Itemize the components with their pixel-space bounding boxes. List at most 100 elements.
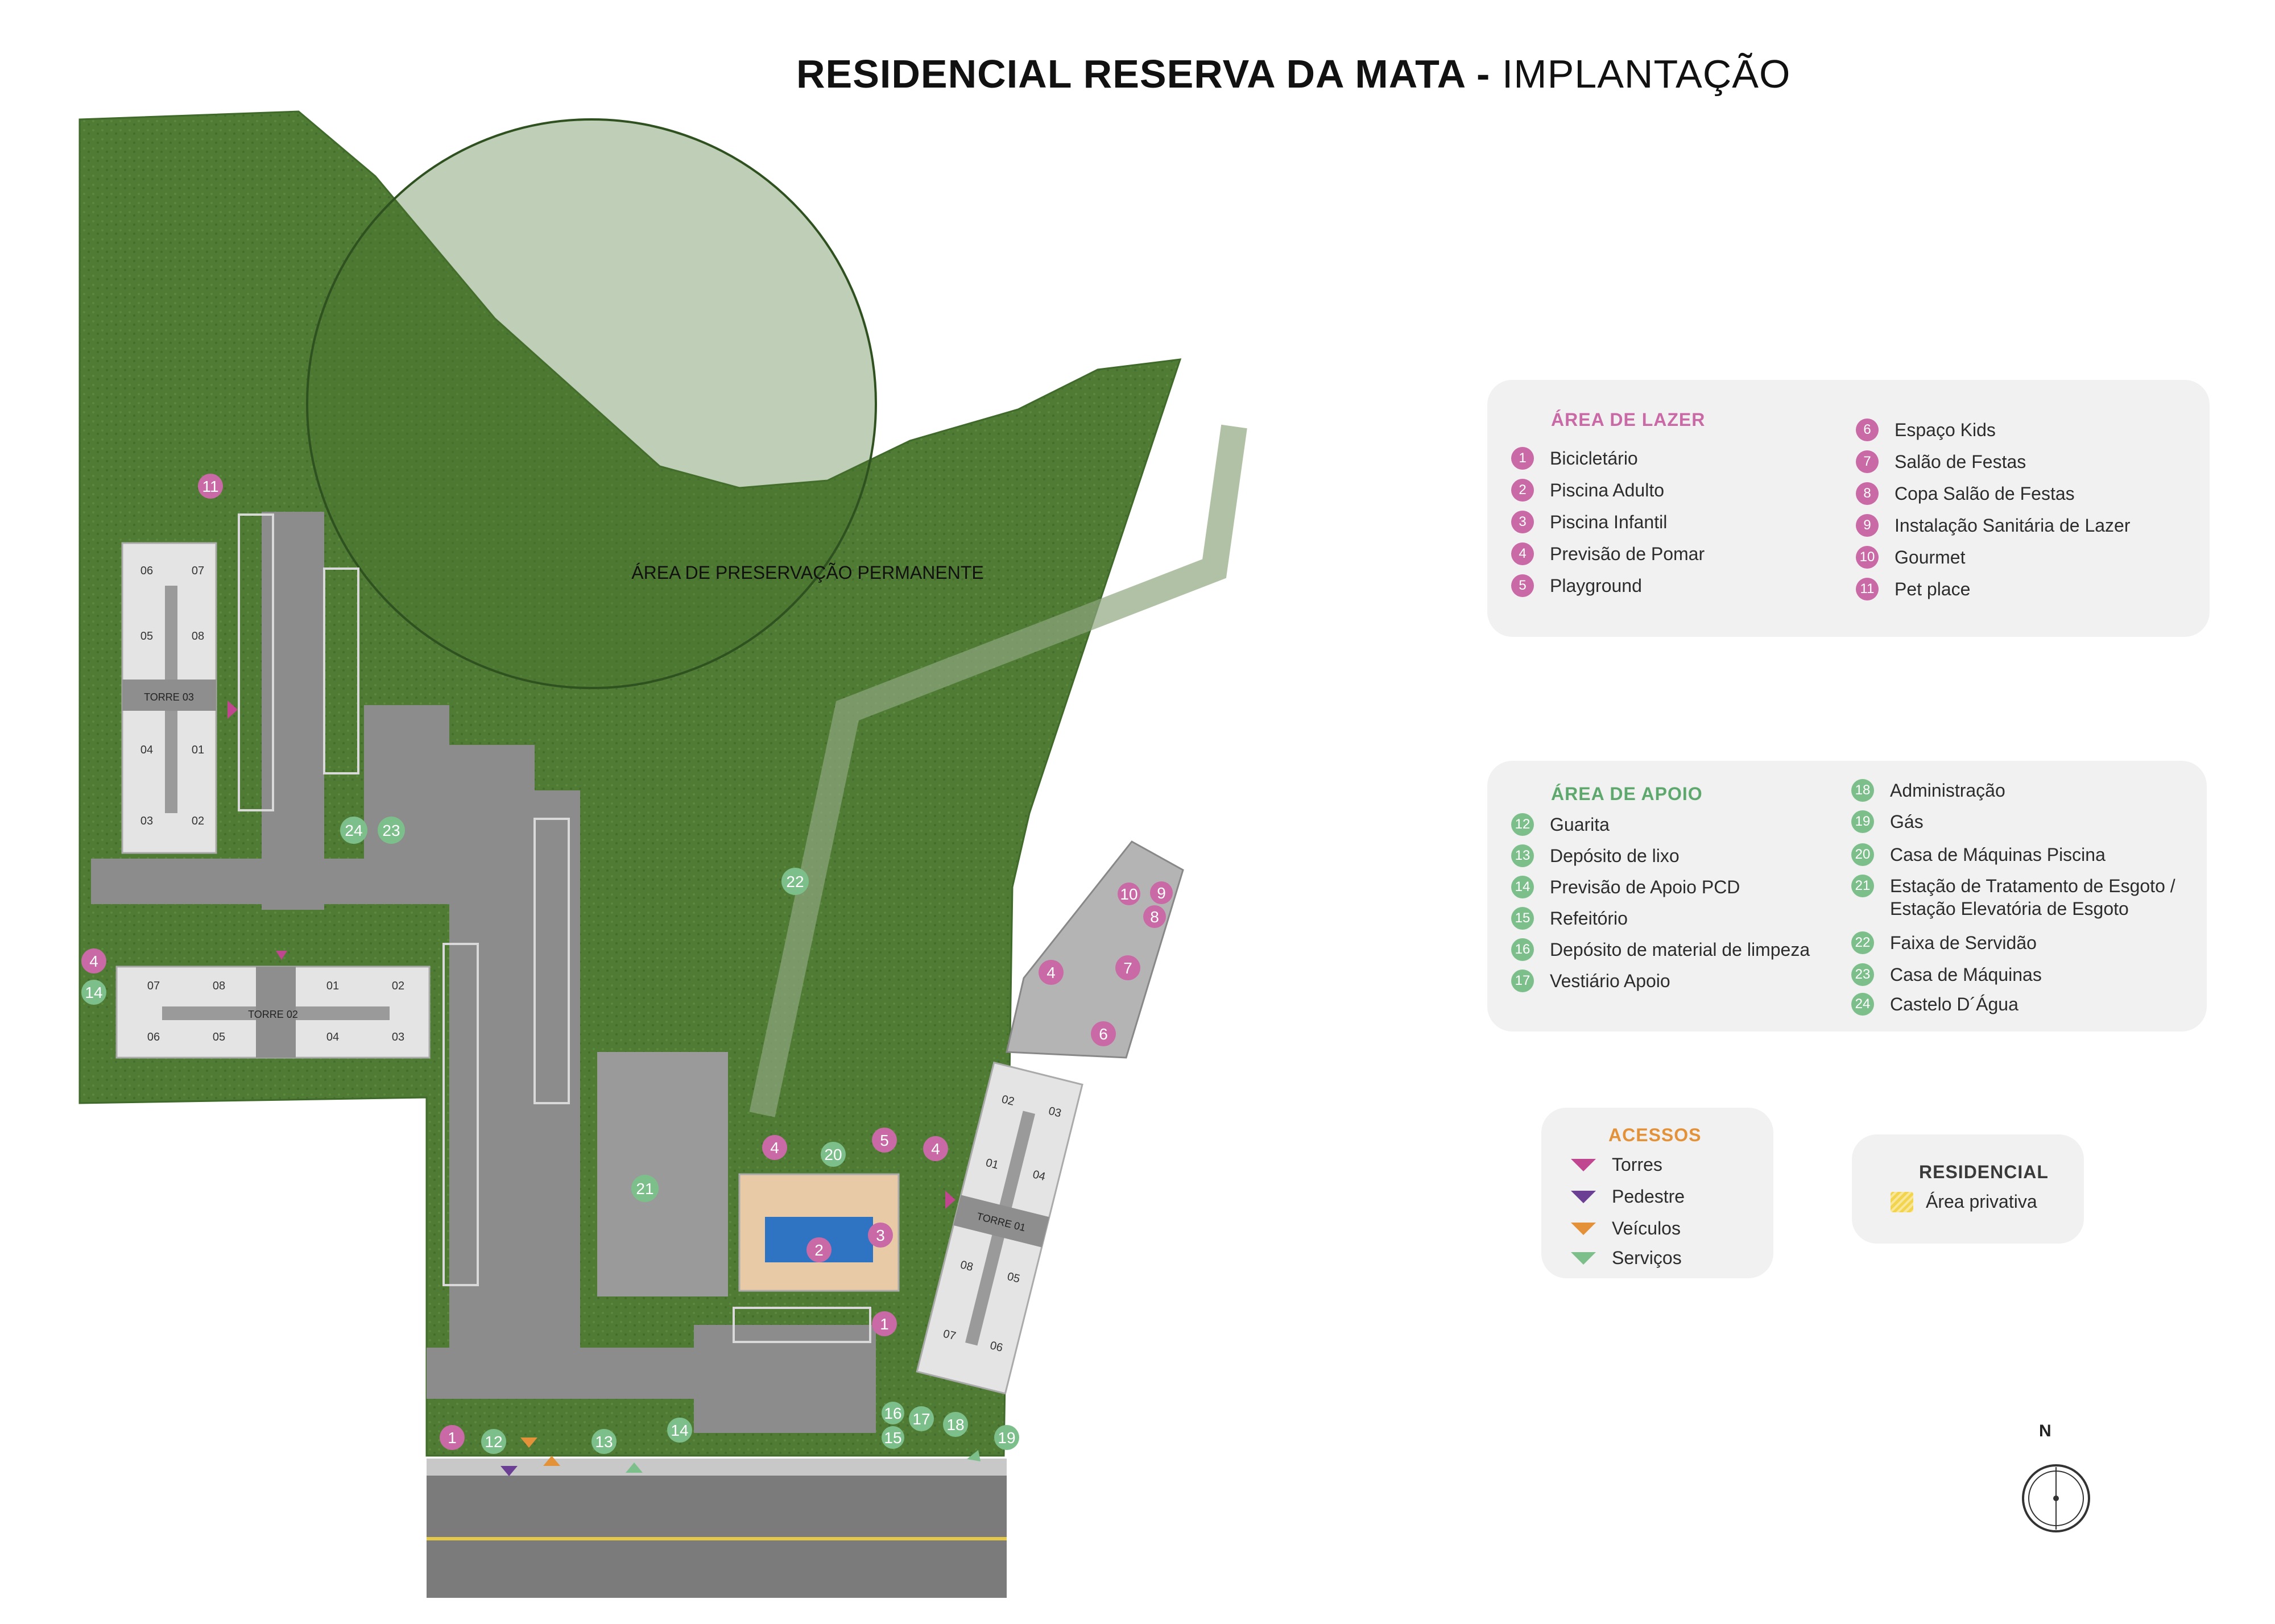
hatch-swatch <box>1891 1191 1913 1212</box>
marker-3: 3 <box>876 1227 885 1244</box>
marker-5: 5 <box>880 1132 889 1149</box>
legend-acesso-pedestre: Pedestre <box>1571 1186 1685 1207</box>
torre02-unit: 07 <box>147 980 160 992</box>
torre02-unit: 02 <box>392 980 404 992</box>
legend-acessos-panel: ACESSOS Torres Pedestre Veículos Serviço… <box>1541 1108 1773 1278</box>
torre03-unit: 01 <box>192 744 204 756</box>
torre01-unit: 05 <box>1006 1270 1021 1286</box>
torre01-unit: 08 <box>959 1258 974 1274</box>
torre02-label: TORRE 02 <box>248 1009 298 1020</box>
tower-02 <box>115 966 431 1059</box>
marker-1: 1 <box>880 1315 889 1333</box>
marker-11: 11 <box>202 478 218 495</box>
torre01-unit: 03 <box>1047 1105 1062 1120</box>
title-main: RESIDENCIAL RESERVA DA MATA - <box>796 52 1491 96</box>
torre03-unit: 04 <box>140 744 153 756</box>
marker-20: 20 <box>824 1146 842 1163</box>
torre03-unit: 07 <box>192 565 204 577</box>
legend-area-privativa: Área privativa <box>1891 1191 2037 1212</box>
legend-acessos-title: ACESSOS <box>1608 1125 1702 1145</box>
map-markers: 11 24 23 4 14 22 21 4 5 20 4 2 3 1 1 12 … <box>81 474 1173 1454</box>
torre01-unit: 06 <box>988 1339 1004 1354</box>
marker-10: 10 <box>1120 885 1138 903</box>
marker-14: 14 <box>671 1422 688 1439</box>
tower-03 <box>121 542 217 854</box>
page-title: RESIDENCIAL RESERVA DA MATA - IMPLANTAÇÃ… <box>796 51 1790 97</box>
legend-acesso-servicos: Serviços <box>1571 1248 1682 1269</box>
torre02-unit: 03 <box>392 1031 404 1043</box>
legend-acesso-torres: Torres <box>1571 1154 1662 1175</box>
servidao-path <box>749 424 1247 1117</box>
torre02-unit: 05 <box>213 1031 225 1043</box>
marker-13: 13 <box>595 1433 613 1451</box>
torre02-unit: 06 <box>147 1031 160 1043</box>
marker-1: 1 <box>448 1429 457 1447</box>
compass-icon <box>2022 1464 2090 1532</box>
sidewalk <box>427 1459 1007 1476</box>
legend-apoio-title: ÁREA DE APOIO <box>1551 784 1703 804</box>
marker-21: 21 <box>636 1180 653 1198</box>
legend-acesso-veiculos: Veículos <box>1571 1218 1681 1239</box>
marker-2: 2 <box>814 1241 824 1259</box>
ete-area <box>597 1052 728 1296</box>
torre01-unit: 01 <box>985 1157 1000 1172</box>
marker-9: 9 <box>1157 884 1166 902</box>
torre01-unit: 07 <box>942 1328 957 1343</box>
marker-15: 15 <box>884 1429 901 1447</box>
preservation-circle <box>306 118 877 689</box>
torre03-unit: 02 <box>192 815 204 827</box>
marker-17: 17 <box>912 1410 930 1428</box>
title-sub: IMPLANTAÇÃO <box>1502 52 1791 96</box>
torre03-label: TORRE 03 <box>144 691 194 703</box>
torre02-unit: 04 <box>326 1031 339 1043</box>
compass-north-label: N <box>2039 1422 2051 1440</box>
marker-23: 23 <box>382 822 400 839</box>
legend-residencial-panel: RESIDENCIAL Área privativa <box>1852 1134 2084 1244</box>
main-street <box>427 1473 1007 1598</box>
tower-01: TORRE 01 02 03 01 04 08 05 07 06 <box>916 1061 1083 1395</box>
legend-apoio-item-cont: Estação Elevatória de Esgoto <box>1890 898 2129 919</box>
torre01-unit: 02 <box>1000 1093 1016 1108</box>
marker-4: 4 <box>931 1140 940 1158</box>
torre02-unit: 01 <box>326 980 339 992</box>
marker-22: 22 <box>786 873 804 890</box>
torre03-unit: 08 <box>192 630 204 643</box>
access-arrows <box>228 701 981 1476</box>
torre02-unit: 08 <box>213 980 225 992</box>
site-plan-map: TORRE 03 06 07 05 08 04 01 03 02 TORRE 0… <box>78 110 1247 1598</box>
marker-6: 6 <box>1099 1025 1108 1043</box>
marker-24: 24 <box>345 822 362 839</box>
marker-8: 8 <box>1150 908 1159 926</box>
legend-residencial-title: RESIDENCIAL <box>1919 1162 2049 1182</box>
torre03-unit: 06 <box>140 565 153 577</box>
marker-16: 16 <box>884 1405 901 1422</box>
parking-stalls <box>238 513 871 1343</box>
marker-19: 19 <box>998 1429 1015 1447</box>
marker-7: 7 <box>1123 959 1132 977</box>
torre03-unit: 03 <box>140 815 153 827</box>
